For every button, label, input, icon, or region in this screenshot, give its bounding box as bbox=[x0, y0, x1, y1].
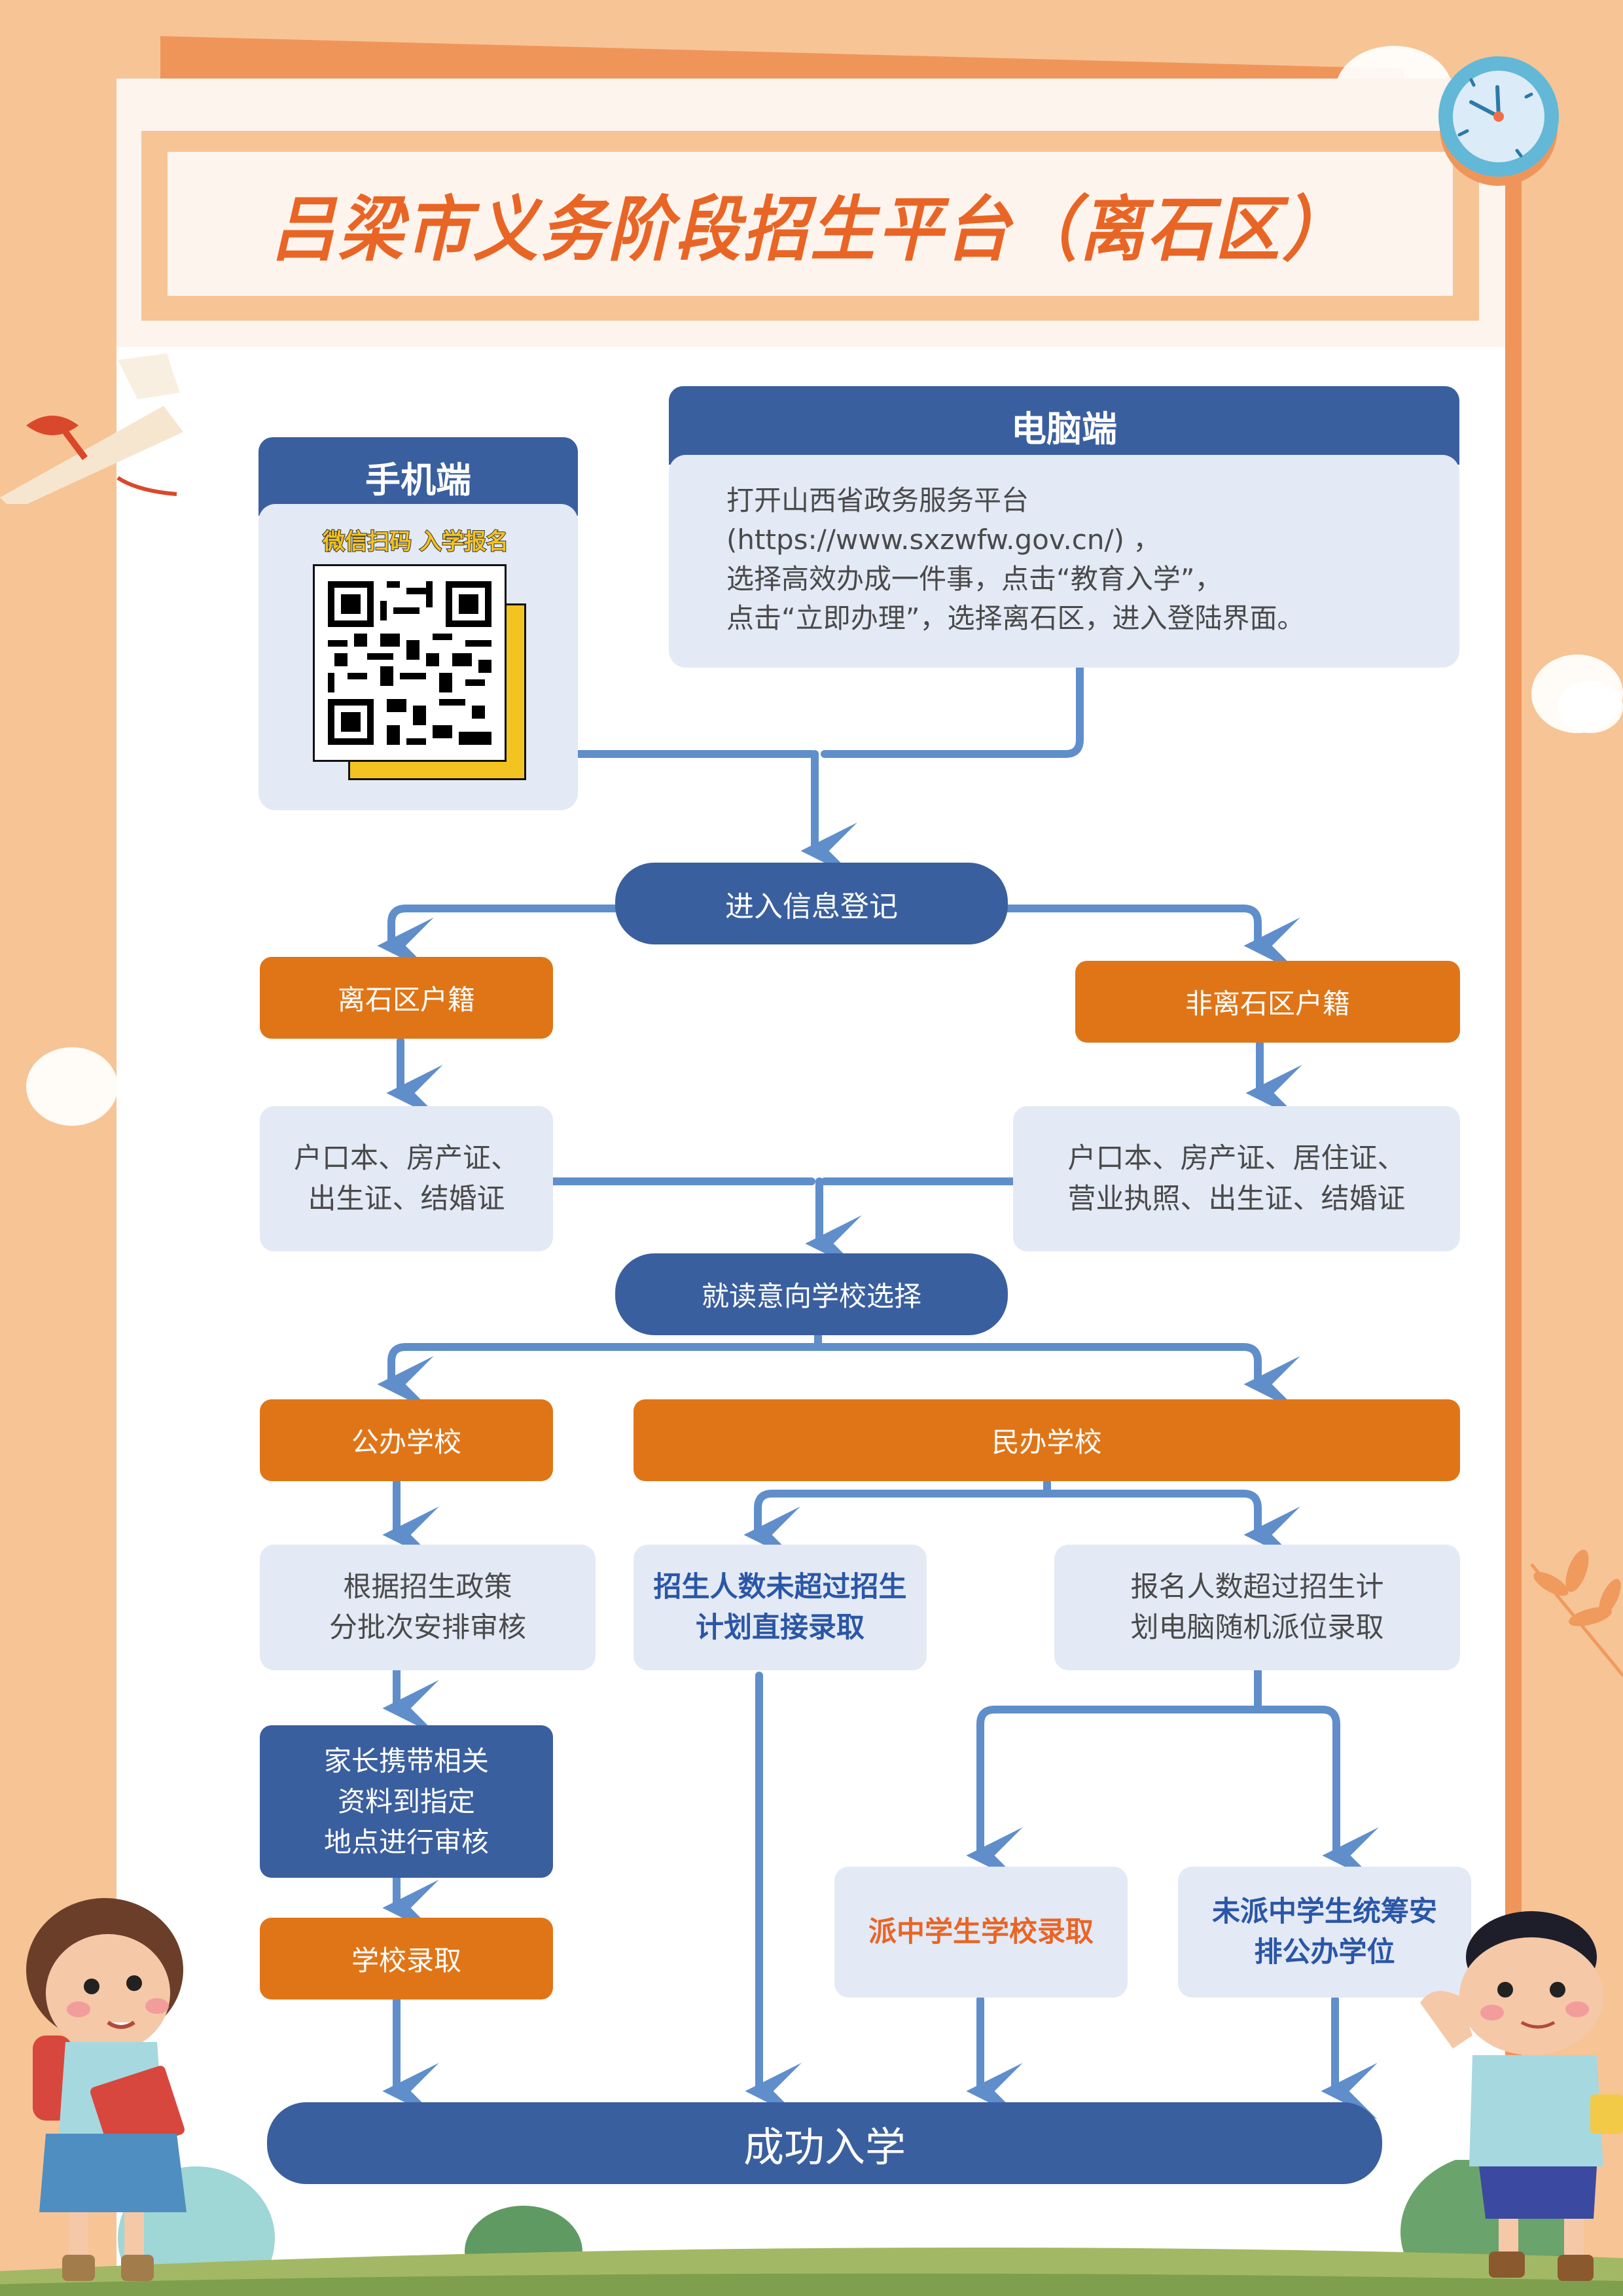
right-accent-strip bbox=[1505, 118, 1522, 2245]
nonlocal-docs-line: 户口本、房产证、居住证、 bbox=[1067, 1142, 1406, 1175]
parent-review-line: 家长携带相关 bbox=[323, 1744, 489, 1777]
private-under-quota-box: 招生人数未超过招生计划直接录取 bbox=[633, 1545, 927, 1670]
private-over-line: 报名人数超过招生计 bbox=[1130, 1571, 1384, 1604]
mobile-card-header: 手机端 bbox=[259, 437, 578, 516]
step-local-hukou-label: 离石区户籍 bbox=[337, 984, 475, 1016]
local-docs-line: 户口本、房产证、 bbox=[294, 1142, 519, 1175]
step-success: 成功入学 bbox=[267, 2102, 1382, 2184]
step-local-hukou: 离石区户籍 bbox=[260, 957, 553, 1039]
step-school-admit: 学校录取 bbox=[260, 1918, 553, 2000]
mobile-card-title: 手机端 bbox=[365, 459, 471, 501]
public-review-line: 根据招生政策 bbox=[343, 1571, 512, 1604]
diploma-scroll-icon bbox=[0, 353, 183, 504]
parent-review-line: 地点进行审核 bbox=[323, 1825, 489, 1858]
private-under-line: 招生人数未超过招生 bbox=[653, 1571, 907, 1604]
lottery-admit-box: 派中学生学校录取 bbox=[834, 1867, 1128, 1998]
desktop-step-line: 点击“立即办理”，选择离石区，进入登陆界面。 bbox=[726, 602, 1305, 634]
step-public-school-label: 公办学校 bbox=[351, 1426, 461, 1458]
page-title: 吕梁市义务阶段招生平台（离石区） bbox=[270, 189, 1350, 271]
qr-code-icon bbox=[328, 581, 491, 745]
desktop-card: 打开山西省政务服务平台 (https://www.sxzwfw.gov.cn/)… bbox=[669, 455, 1459, 668]
lottery-unassigned-line: 未派中学生统筹安 bbox=[1212, 1895, 1437, 1928]
step-success-label: 成功入学 bbox=[743, 2123, 906, 2171]
public-review-box: 根据招生政策分批次安排审核 bbox=[260, 1545, 596, 1670]
step-private-school: 民办学校 bbox=[633, 1399, 1460, 1481]
step-parent-review: 家长携带相关资料到指定地点进行审核 bbox=[260, 1725, 553, 1878]
step-nonlocal-hukou-label: 非离石区户籍 bbox=[1185, 988, 1350, 1020]
private-under-line: 计划直接录取 bbox=[696, 1611, 865, 1644]
scan-instruction: 微信扫码 入学报名 bbox=[322, 528, 509, 556]
cloud-icon bbox=[1558, 681, 1623, 733]
desktop-card-header: 电脑端 bbox=[669, 386, 1459, 465]
public-review-line: 分批次安排审核 bbox=[329, 1611, 526, 1644]
local-docs-line: 出生证、结婚证 bbox=[308, 1183, 505, 1215]
lottery-admit-label: 派中学生学校录取 bbox=[868, 1916, 1094, 1948]
step-register: 进入信息登记 bbox=[615, 863, 1008, 944]
step-nonlocal-hukou: 非离石区户籍 bbox=[1075, 961, 1460, 1043]
step-public-school: 公办学校 bbox=[260, 1399, 553, 1481]
step-register-label: 进入信息登记 bbox=[725, 889, 898, 924]
private-over-line: 划电脑随机派位录取 bbox=[1130, 1611, 1384, 1644]
girl-student-illustration bbox=[26, 1898, 187, 2281]
cloud-icon bbox=[26, 1047, 118, 1126]
desktop-step-line: 选择高效办成一件事，点击“教育入学”， bbox=[726, 563, 1222, 595]
header-title-box: 吕梁市义务阶段招生平台（离石区） bbox=[168, 152, 1453, 296]
local-docs-box: 户口本、房产证、出生证、结婚证 bbox=[260, 1106, 553, 1251]
nonlocal-docs-line: 营业执照、出生证、结婚证 bbox=[1067, 1183, 1406, 1215]
private-over-quota-box: 报名人数超过招生计划电脑随机派位录取 bbox=[1054, 1545, 1460, 1670]
nonlocal-docs-box: 户口本、房产证、居住证、营业执照、出生证、结婚证 bbox=[1013, 1106, 1460, 1251]
clock-icon bbox=[1438, 56, 1559, 186]
ground-illustration bbox=[0, 2160, 1623, 2296]
step-school-choice: 就读意向学校选择 bbox=[615, 1253, 1008, 1335]
lottery-unassigned-line: 排公办学位 bbox=[1254, 1936, 1395, 1969]
step-school-choice-label: 就读意向学校选择 bbox=[701, 1280, 921, 1312]
desktop-url-line[interactable]: (https://www.sxzwfw.gov.cn/) ， bbox=[726, 524, 1161, 556]
desktop-step-line: 打开山西省政务服务平台 bbox=[726, 484, 1029, 516]
desktop-card-title: 电脑端 bbox=[1011, 408, 1117, 450]
qr-code-frame[interactable] bbox=[313, 564, 507, 762]
boy-student-illustration bbox=[1420, 1911, 1623, 2281]
parent-review-line: 资料到指定 bbox=[337, 1785, 475, 1818]
step-private-school-label: 民办学校 bbox=[991, 1426, 1102, 1458]
leaf-branch-icon bbox=[1530, 1549, 1623, 1677]
step-school-admit-label: 学校录取 bbox=[351, 1945, 461, 1977]
lottery-unassigned-box: 未派中学生统筹安排公办学位 bbox=[1178, 1867, 1471, 1998]
